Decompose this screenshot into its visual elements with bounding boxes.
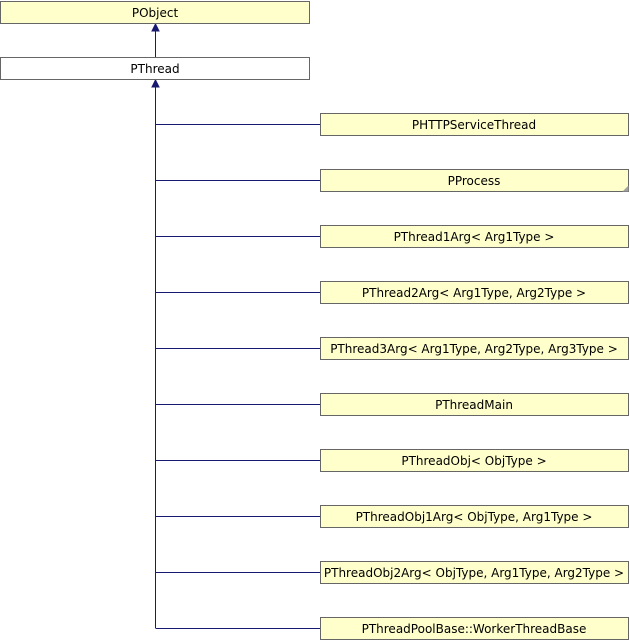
edges <box>151 22 321 629</box>
node-pthread-box <box>0 57 310 80</box>
node-pthreadobj-objtype[interactable]: PThreadObj< ObjType > <box>320 449 629 472</box>
node-pthreadobj1arg-objtype-arg1type-label: PThreadObj1Arg< ObjType, Arg1Type > <box>356 510 593 524</box>
node-pthread3arg-arg1type-arg2type-arg3type-box <box>320 337 629 360</box>
node-pthread1arg-arg1type-label: PThread1Arg< Arg1Type > <box>394 230 555 244</box>
arrowhead-pthread <box>151 78 160 88</box>
node-pthreadobj1arg-objtype-arg1type[interactable]: PThreadObj1Arg< ObjType, Arg1Type > <box>320 505 629 528</box>
truncated-marker-icon <box>622 185 629 192</box>
node-pthread2arg-arg1type-arg2type[interactable]: PThread2Arg< Arg1Type, Arg2Type > <box>320 281 629 304</box>
node-pthread1arg-arg1type[interactable]: PThread1Arg< Arg1Type > <box>320 225 629 248</box>
node-pthread[interactable]: PThread <box>0 57 310 80</box>
node-pthreadobj2arg-objtype-arg1type-arg2type-box <box>320 561 629 584</box>
node-pobject-box <box>0 1 310 24</box>
node-pthread1arg-arg1type-box <box>320 225 629 248</box>
node-pprocess-label: PProcess <box>448 174 501 188</box>
node-phttpservicethread-box <box>320 113 629 136</box>
arrowhead-pobject <box>151 22 160 32</box>
child-edges <box>155 124 321 629</box>
node-pthread3arg-arg1type-arg2type-arg3type-label: PThread3Arg< Arg1Type, Arg2Type, Arg3Typ… <box>330 342 618 356</box>
node-phttpservicethread[interactable]: PHTTPServiceThread <box>320 113 629 136</box>
node-pthreadmain[interactable]: PThreadMain <box>320 393 629 416</box>
node-phttpservicethread-label: PHTTPServiceThread <box>412 118 536 132</box>
node-pthread2arg-arg1type-arg2type-label: PThread2Arg< Arg1Type, Arg2Type > <box>362 286 586 300</box>
node-pthreadobj2arg-objtype-arg1type-arg2type-label: PThreadObj2Arg< ObjType, Arg1Type, Arg2T… <box>324 566 624 580</box>
node-pthreadpoolbase-workerthreadbase-label: PThreadPoolBase::WorkerThreadBase <box>362 622 587 636</box>
node-pthreadpoolbase-workerthreadbase[interactable]: PThreadPoolBase::WorkerThreadBase <box>320 617 629 640</box>
node-pthreadobj-objtype-box <box>320 449 629 472</box>
node-pobject[interactable]: PObject <box>0 1 310 24</box>
node-pprocess-box <box>320 169 629 192</box>
node-pthreadmain-label: PThreadMain <box>435 398 513 412</box>
node-pthread2arg-arg1type-arg2type-box <box>320 281 629 304</box>
node-pthreadobj1arg-objtype-arg1type-box <box>320 505 629 528</box>
node-pthread3arg-arg1type-arg2type-arg3type[interactable]: PThread3Arg< Arg1Type, Arg2Type, Arg3Typ… <box>320 337 629 360</box>
node-pobject-label: PObject <box>132 6 179 20</box>
node-pthread-label: PThread <box>130 62 179 76</box>
node-pthreadobj2arg-objtype-arg1type-arg2type[interactable]: PThreadObj2Arg< ObjType, Arg1Type, Arg2T… <box>320 561 629 584</box>
node-pprocess[interactable]: PProcess <box>320 169 629 192</box>
node-pthreadobj-objtype-label: PThreadObj< ObjType > <box>401 454 546 468</box>
node-pthreadmain-box <box>320 393 629 416</box>
